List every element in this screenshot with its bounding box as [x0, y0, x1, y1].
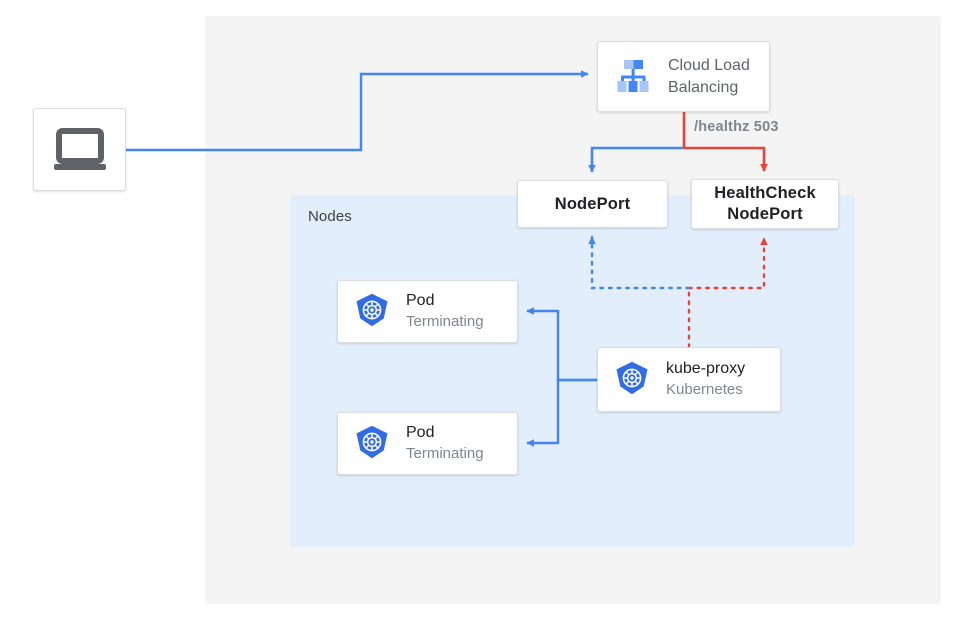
- kube-proxy-card: kube-proxy Kubernetes: [597, 347, 781, 412]
- wire-load-balancer-to-nodeport: [588, 146, 684, 173]
- healthz-status-label: /healthz 503: [694, 119, 779, 135]
- pod-label: Pod: [406, 424, 435, 442]
- pod-card: Pod Terminating: [337, 280, 518, 343]
- pod-label-group: Pod Terminating: [406, 423, 484, 463]
- healthcheck-nodeport-label: HealthCheck NodePort: [714, 183, 816, 224]
- kubernetes-icon: [356, 293, 388, 326]
- wire-client-to-load-balancer: [126, 70, 589, 152]
- wire-kubeproxy-to-healthcheck-nodeport: [687, 236, 768, 290]
- pod-status: Terminating: [406, 445, 484, 463]
- laptop-icon: [53, 127, 106, 170]
- pod-label: Pod: [406, 292, 435, 310]
- cloud-load-balancing-icon: [617, 59, 649, 92]
- nodes-panel-label: Nodes: [308, 208, 352, 225]
- kube-proxy-label-group: kube-proxy Kubernetes: [666, 359, 745, 399]
- nodeport-label: NodePort: [554, 194, 631, 213]
- pod-status: Terminating: [406, 313, 484, 331]
- cloud-load-balancing-label-line2: Balancing: [668, 78, 739, 96]
- wire-kubeproxy-to-pod-2: [526, 378, 597, 447]
- pod-card: Pod Terminating: [337, 412, 518, 475]
- healthcheck-nodeport-label-line2: NodePort: [727, 205, 803, 223]
- kube-proxy-label: kube-proxy: [666, 360, 746, 378]
- healthcheck-nodeport-label-line1: HealthCheck: [714, 184, 816, 203]
- cloud-load-balancing-label: Cloud Load Balancing: [668, 55, 750, 97]
- kube-proxy-sublabel: Kubernetes: [666, 381, 743, 399]
- cloud-load-balancing-label-line1: Cloud Load: [668, 57, 750, 75]
- kubernetes-icon: [616, 361, 648, 394]
- wire-kubeproxy-to-nodeport: [588, 235, 691, 290]
- healthcheck-nodeport-card: HealthCheck NodePort: [691, 179, 839, 229]
- wire-kubeproxy-to-pod-1: [526, 307, 597, 382]
- nodeport-card: NodePort: [517, 180, 668, 228]
- wire-load-balancer-to-healthcheck-nodeport: [684, 146, 768, 172]
- cloud-load-balancing-card: Cloud Load Balancing: [597, 41, 770, 112]
- client-device-card: [33, 108, 126, 191]
- pod-label-group: Pod Terminating: [406, 291, 484, 331]
- kubernetes-icon: [356, 425, 388, 458]
